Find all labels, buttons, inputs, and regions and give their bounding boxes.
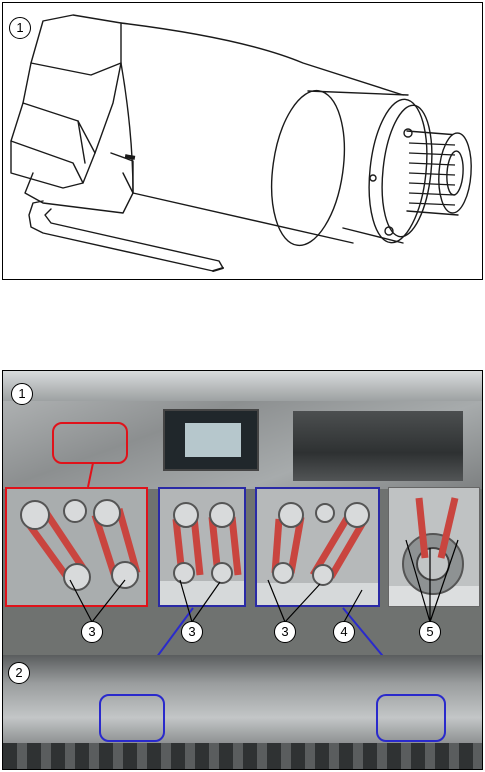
motor-illustration-panel: 1	[2, 2, 483, 280]
motor-drawing	[3, 3, 483, 280]
callout-3-c: 3	[274, 621, 296, 643]
callout-4: 4	[333, 621, 355, 643]
sensor-window	[163, 409, 259, 471]
zoom-detail-blue-1	[158, 487, 246, 607]
machine-track	[3, 743, 482, 769]
rail-block	[293, 411, 463, 481]
callout-overview-1: 1	[11, 383, 33, 405]
pulley-detail	[389, 488, 479, 606]
callout-3-a: 3	[81, 621, 103, 643]
machine-highlight-left	[99, 694, 165, 742]
belt-detail-3	[257, 489, 378, 605]
belt-detail-1	[7, 489, 146, 605]
zoom-detail-gray	[388, 487, 480, 607]
callout-1: 1	[9, 17, 31, 39]
callout-5: 5	[419, 621, 441, 643]
zoom-detail-red	[5, 487, 148, 607]
frame-top	[3, 371, 483, 401]
belt-detail-2	[160, 489, 244, 605]
machine-highlight-right	[376, 694, 446, 742]
callout-machine-2: 2	[8, 662, 30, 684]
overview-highlight-red	[52, 422, 128, 464]
zoom-detail-blue-2	[255, 487, 380, 607]
callout-3-b: 3	[181, 621, 203, 643]
